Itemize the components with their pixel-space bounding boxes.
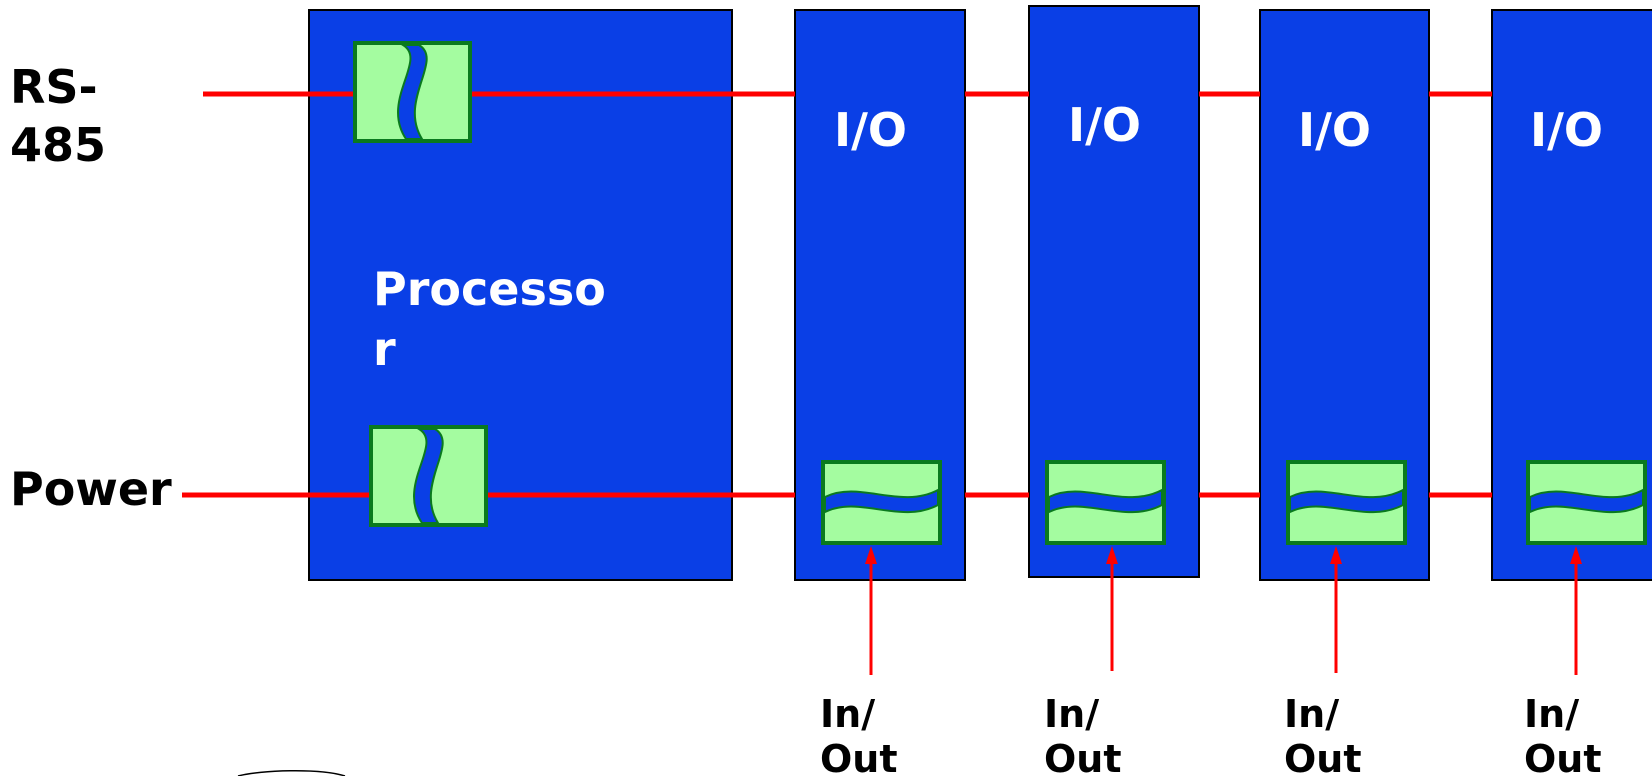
rs485-label-line2: 485 <box>10 118 106 172</box>
io-module-2-label: I/O <box>1068 98 1141 152</box>
io-arrow-3 <box>1330 546 1342 673</box>
io-signal-3-line2: Out <box>1284 737 1362 776</box>
io-module-1-label: I/O <box>834 103 907 157</box>
io-signal-4-line1: In/ <box>1524 692 1579 736</box>
io-signal-1-line1: In/ <box>820 692 875 736</box>
power-label: Power <box>10 462 172 516</box>
partial-oval-shape <box>237 769 346 776</box>
io-signal-2-line2: Out <box>1044 737 1122 776</box>
io-connector-3 <box>1286 460 1407 545</box>
io-signal-1-line2: Out <box>820 737 898 776</box>
io-arrow-2 <box>1106 546 1118 671</box>
io-module-4-label: I/O <box>1530 103 1603 157</box>
processor-label-line2: r <box>373 322 396 376</box>
io-connector-4 <box>1526 460 1647 545</box>
io-arrow-4 <box>1570 546 1582 675</box>
processor-power-connector <box>369 425 488 527</box>
io-signal-4-line2: Out <box>1524 737 1602 776</box>
io-connector-1 <box>821 460 942 545</box>
io-signal-3-line1: In/ <box>1284 692 1339 736</box>
processor-rs485-connector <box>353 41 472 143</box>
io-connector-2 <box>1045 460 1166 545</box>
io-module-3-label: I/O <box>1298 103 1371 157</box>
io-arrow-1 <box>865 546 877 675</box>
rs485-label-line1: RS- <box>10 60 98 114</box>
processor-label-line1: Processo <box>373 262 606 316</box>
io-signal-2-line1: In/ <box>1044 692 1099 736</box>
